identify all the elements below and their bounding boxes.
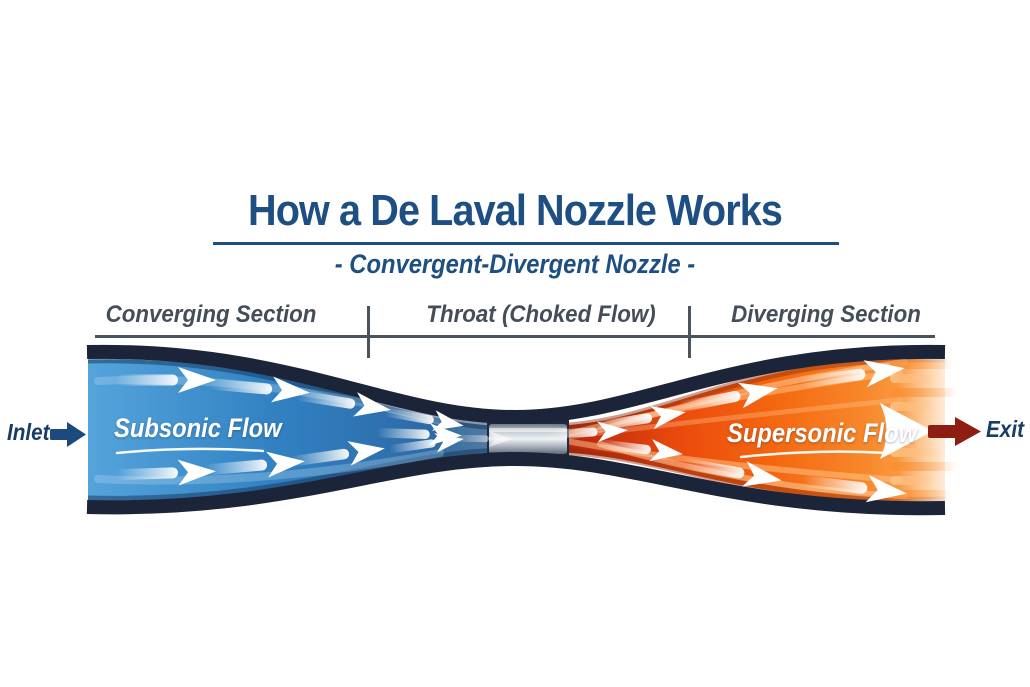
nozzle-wall-bottom <box>86 451 946 516</box>
flow-label-underlines <box>115 447 891 459</box>
supersonic-arrowhead-icon <box>880 403 933 459</box>
exit-label: Exit <box>986 416 1024 442</box>
supersonic-flow-label: Supersonic Flow <box>727 418 918 448</box>
nozzle-wall-top <box>86 344 946 425</box>
exit-streak-bands <box>890 360 958 499</box>
section-divider-tick-right <box>688 306 691 358</box>
page-title: How a De Laval Nozzle Works <box>248 186 783 235</box>
section-divider-tick-left <box>367 306 370 358</box>
throat-tube <box>487 414 569 464</box>
section-ruler-line <box>95 335 935 338</box>
page-subtitle: - Convergent-Divergent Nozzle - <box>334 249 696 279</box>
exit-arrow-icon <box>928 417 981 446</box>
subsonic-flow-label: Subsonic Flow <box>114 413 282 443</box>
label-throat-section: Throat (Choked Flow) <box>426 301 656 328</box>
label-diverging-section: Diverging Section <box>731 301 921 328</box>
label-converging-section: Converging Section <box>105 301 317 328</box>
inlet-label: Inlet <box>7 419 50 445</box>
diverging-section-fill <box>551 357 945 502</box>
title-underline <box>213 242 839 245</box>
inlet-arrow-icon <box>50 422 86 447</box>
